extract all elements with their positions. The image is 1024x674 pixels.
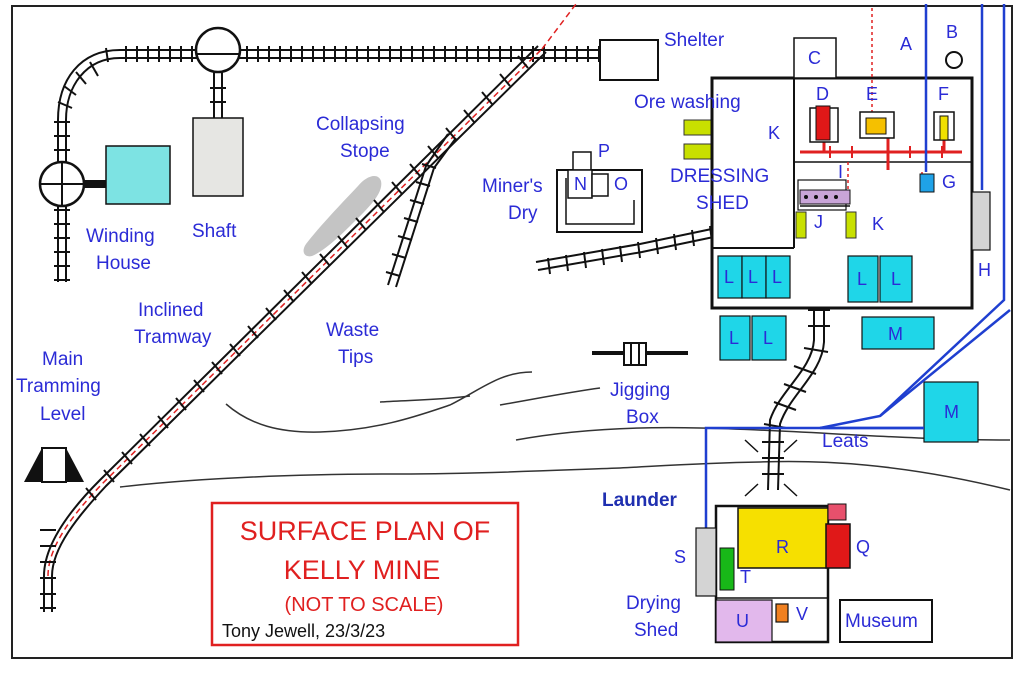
- key-j: J: [814, 212, 823, 232]
- label-launder: Launder: [602, 490, 678, 511]
- leats-lines: [704, 4, 1011, 530]
- drying-shed-building: [695, 503, 851, 644]
- title-box: [210, 501, 520, 647]
- key-s: S: [674, 547, 686, 567]
- shelter-building: [599, 39, 659, 81]
- key-l-6: L: [729, 328, 739, 348]
- key-m-lower: M: [944, 402, 959, 422]
- key-m-upper: M: [888, 324, 903, 344]
- key-h: H: [978, 260, 991, 280]
- key-v: V: [796, 604, 808, 624]
- miners-dry-building: [556, 151, 643, 233]
- tank-l-right: [751, 315, 787, 361]
- label-tramway: Tramway: [134, 327, 212, 348]
- label-collapsing: Collapsing: [316, 114, 405, 135]
- key-u: U: [736, 611, 749, 631]
- jigging-box: [592, 342, 688, 366]
- title-credit: Tony Jewell, 23/3/23: [222, 621, 385, 641]
- label-winding: Winding: [86, 226, 155, 247]
- label-museum: Museum: [845, 611, 918, 632]
- dressing-shed-building: [710, 8, 991, 310]
- tank-m-lower: [923, 381, 979, 443]
- key-k-upper: K: [768, 123, 780, 143]
- label-shelter: Shelter: [664, 30, 725, 51]
- key-r: R: [776, 537, 789, 557]
- key-l-4: L: [857, 269, 867, 289]
- tramming-level-portal: [24, 447, 84, 483]
- label-tips: Tips: [338, 347, 373, 368]
- key-l-1: L: [724, 267, 734, 287]
- shaft-headframe: [192, 26, 244, 197]
- label-stope: Stope: [340, 141, 390, 162]
- label-drying-shed: Shed: [634, 620, 678, 641]
- key-l-3: L: [772, 267, 782, 287]
- label-shaft: Shaft: [192, 221, 237, 242]
- b-circle: [945, 51, 963, 69]
- key-g: G: [942, 172, 956, 192]
- key-o: O: [614, 174, 628, 194]
- tank-l-left: [719, 315, 751, 361]
- label-main: Main: [42, 349, 83, 370]
- key-p: P: [598, 141, 610, 161]
- label-jigging: Jigging: [610, 380, 670, 401]
- winding-house: [38, 145, 171, 208]
- key-b: B: [946, 22, 958, 42]
- key-f: F: [938, 84, 949, 104]
- label-miners: Miner's: [482, 176, 543, 197]
- key-t: T: [740, 567, 751, 587]
- key-a: A: [900, 34, 912, 54]
- key-n: N: [574, 174, 587, 194]
- key-l-2: L: [748, 267, 758, 287]
- key-k-lower: K: [872, 214, 884, 234]
- key-l-7: L: [763, 328, 773, 348]
- label-dry: Dry: [508, 203, 538, 224]
- label-dressing: DRESSING: [670, 166, 769, 187]
- label-inclined: Inclined: [138, 300, 204, 321]
- title-line-3: (NOT TO SCALE): [285, 594, 444, 616]
- key-e: E: [866, 84, 878, 104]
- label-drying: Drying: [626, 593, 681, 614]
- title-line-2: KELLY MINE: [284, 555, 441, 585]
- museum-building: [839, 599, 933, 643]
- label-waste: Waste: [326, 320, 379, 341]
- label-ore-washing: Ore washing: [634, 92, 741, 113]
- key-l-5: L: [891, 269, 901, 289]
- collapsing-stope-area: [303, 175, 382, 257]
- label-leats: Leats: [822, 431, 868, 452]
- key-c: C: [808, 48, 821, 68]
- label-tramming: Tramming: [16, 376, 101, 397]
- title-line-1: SURFACE PLAN OF: [240, 516, 491, 546]
- tank-m-upper: [861, 316, 935, 350]
- label-shed: SHED: [696, 193, 749, 214]
- key-i: I: [838, 162, 843, 182]
- label-box: Box: [626, 407, 659, 428]
- key-d: D: [816, 84, 829, 104]
- label-house: House: [96, 253, 151, 274]
- label-level: Level: [40, 404, 85, 425]
- key-q: Q: [856, 537, 870, 557]
